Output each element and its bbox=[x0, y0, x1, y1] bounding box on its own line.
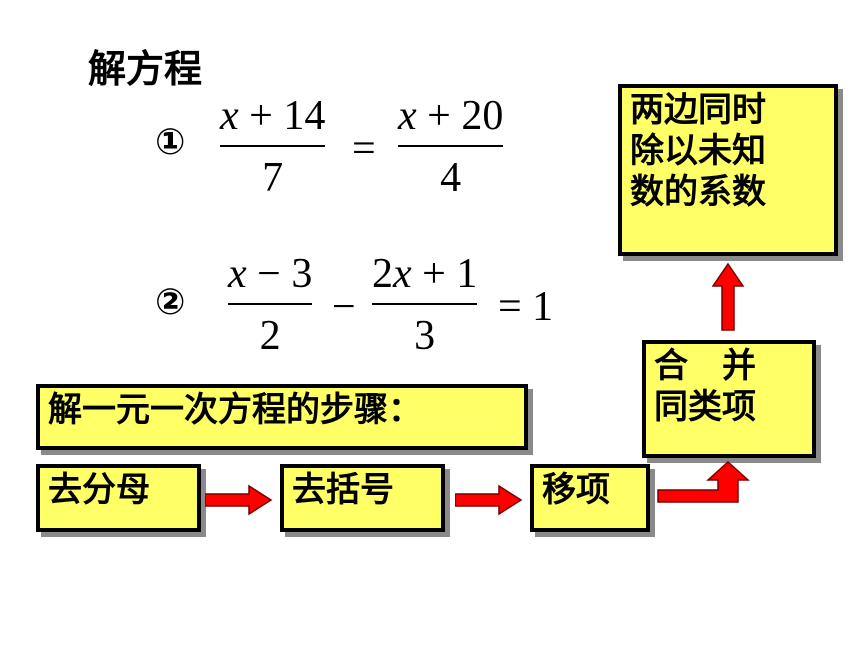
step-label-line-2: 除以未知 bbox=[630, 130, 766, 171]
right-arrow-icon bbox=[205, 484, 273, 516]
equals-sign: = bbox=[352, 126, 376, 172]
equation-1-left-numerator: x + 14 bbox=[220, 93, 326, 139]
equation-1-right-fraction: x + 20 4 bbox=[398, 93, 504, 201]
fraction-bar bbox=[398, 145, 504, 147]
step-label-line-3: 数的系数 bbox=[630, 171, 766, 212]
step-label-line-1: 合 并 bbox=[654, 346, 756, 386]
up-arrow-icon bbox=[711, 262, 745, 331]
fraction-bar bbox=[372, 303, 478, 305]
equation-2-marker: ② bbox=[155, 282, 186, 323]
step-label-line-2: 同类项 bbox=[654, 386, 756, 427]
step-transpose: 移项 bbox=[530, 464, 650, 532]
bent-arrow-icon bbox=[657, 460, 750, 503]
fraction-bar bbox=[228, 303, 313, 305]
page-title: 解方程 bbox=[88, 47, 203, 91]
equation-2-second-denominator: 3 bbox=[414, 313, 436, 359]
fraction-bar bbox=[220, 145, 326, 147]
step-label: 移项 bbox=[542, 470, 610, 510]
equals-one: = 1 bbox=[498, 284, 554, 330]
right-arrow-icon bbox=[455, 484, 523, 516]
step-label: 去括号 bbox=[292, 470, 394, 510]
equation-1-left-fraction: x + 14 7 bbox=[220, 93, 326, 201]
steps-title-box: 解一元一次方程的步骤： bbox=[36, 384, 528, 450]
minus-sign: − bbox=[332, 284, 356, 330]
step-combine-like-terms: 合 并 同类项 bbox=[642, 340, 816, 458]
equation-2-first-fraction: x − 3 2 bbox=[228, 251, 313, 359]
step-label: 去分母 bbox=[48, 470, 150, 510]
step-label-line-1: 两边同时 bbox=[630, 90, 766, 130]
equation-1-left-denominator: 7 bbox=[262, 155, 284, 201]
step-remove-denominators: 去分母 bbox=[36, 464, 201, 532]
equation-1-marker: ① bbox=[155, 122, 186, 163]
equation-2-first-numerator: x − 3 bbox=[228, 251, 313, 297]
equation-2-second-numerator: 2x + 1 bbox=[372, 251, 478, 297]
step-divide-by-coefficient: 两边同时 除以未知 数的系数 bbox=[618, 84, 838, 256]
equation-1-right-numerator: x + 20 bbox=[398, 93, 504, 139]
step-remove-parentheses: 去括号 bbox=[280, 464, 445, 532]
equation-2-first-denominator: 2 bbox=[259, 313, 281, 359]
equation-2-second-fraction: 2x + 1 3 bbox=[372, 251, 478, 359]
steps-title: 解一元一次方程的步骤： bbox=[48, 390, 422, 430]
equation-1-right-denominator: 4 bbox=[440, 155, 462, 201]
